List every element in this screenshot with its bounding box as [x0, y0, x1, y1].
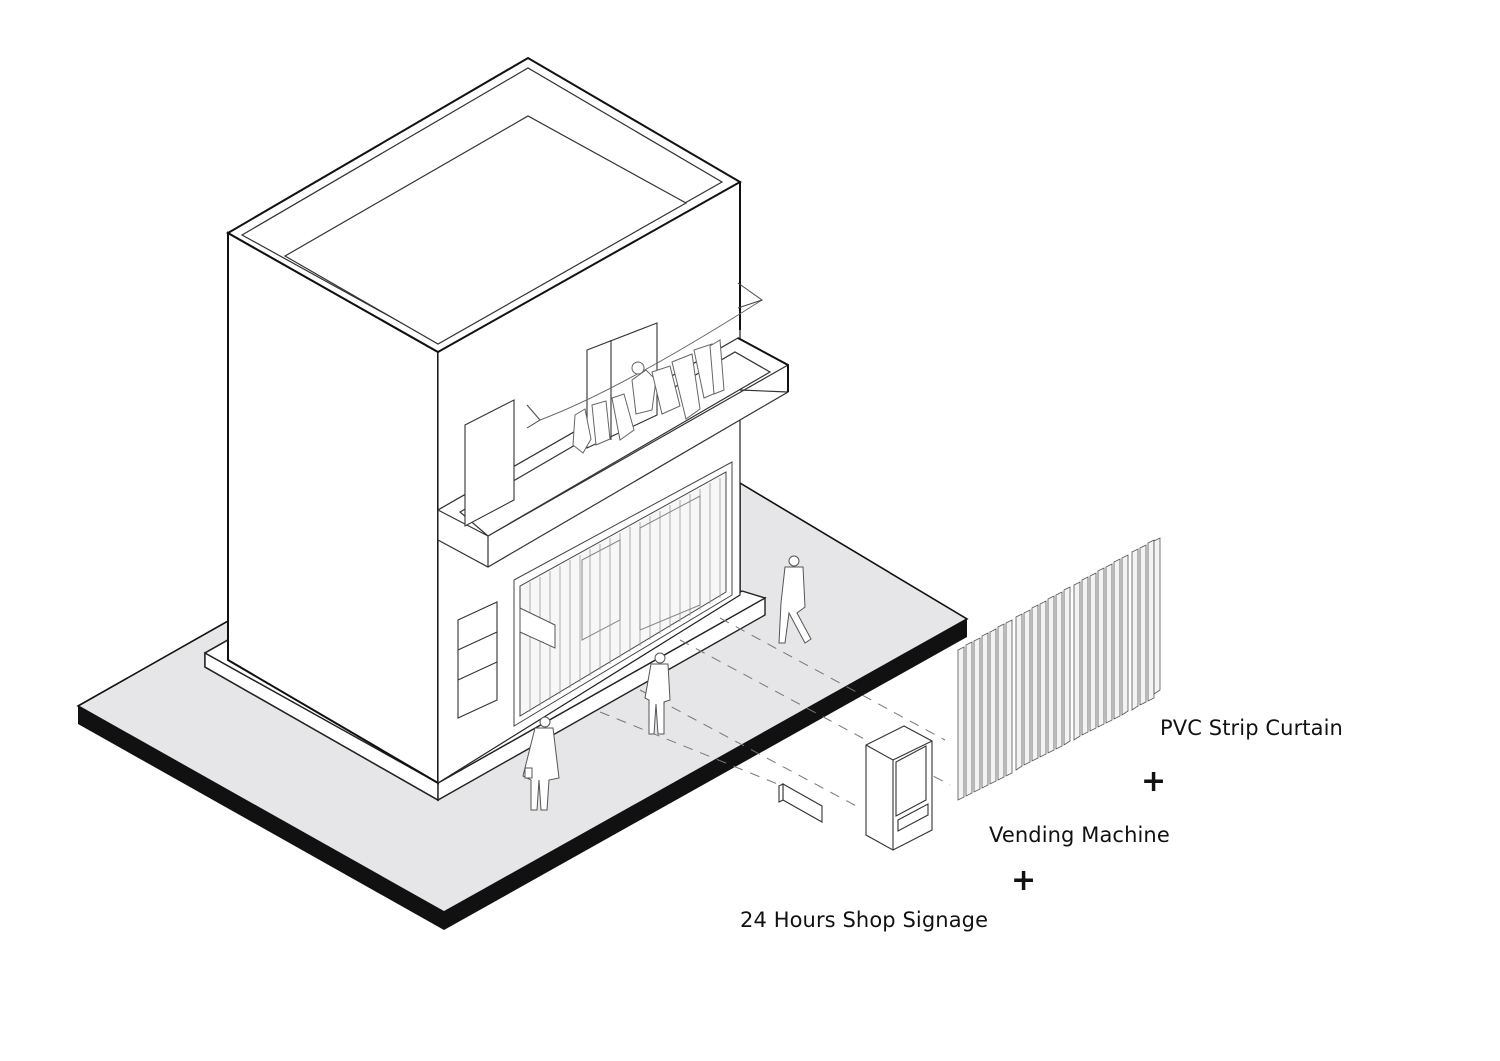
clothesline	[526, 282, 764, 454]
label-24-hours-shop-signage: 24 Hours Shop Signage	[740, 908, 989, 932]
person-woman	[522, 716, 560, 811]
label-pvc-strip-curtain: PVC Strip Curtain	[1160, 716, 1343, 740]
pvc-curtain-object	[957, 537, 1161, 801]
plus-icon: +	[1141, 764, 1167, 799]
label-vending-machine: Vending Machine	[989, 823, 1170, 847]
person-standing	[644, 652, 671, 735]
people	[522, 555, 812, 811]
person-walking	[778, 555, 812, 644]
vending-machine-object	[865, 725, 933, 851]
side-window	[457, 601, 498, 719]
signage-object	[778, 783, 823, 823]
plus-icon: +	[1011, 863, 1037, 898]
roof	[225, 56, 743, 354]
shopfront	[513, 461, 733, 727]
